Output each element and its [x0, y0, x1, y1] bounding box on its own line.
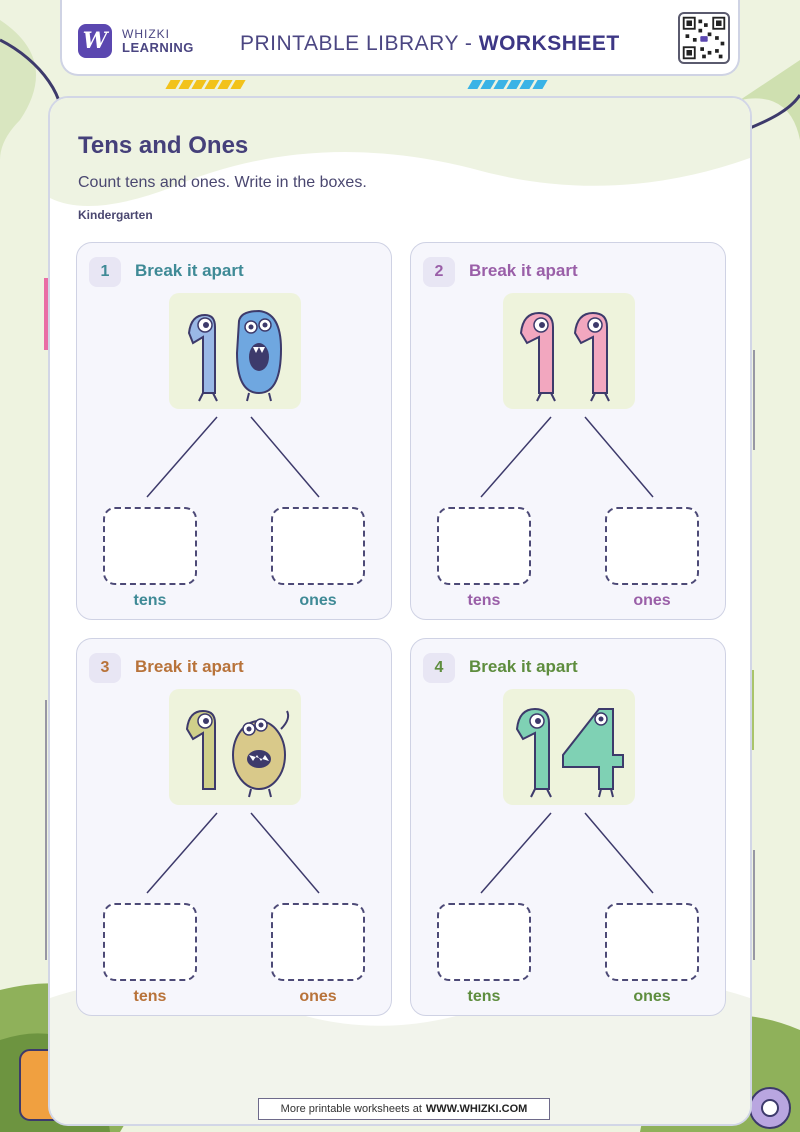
tens-label: tens — [133, 988, 167, 1005]
ones-answer-box[interactable] — [271, 903, 365, 981]
problem-card-3: 3 Break it apart tens ones — [76, 638, 392, 1016]
ones-label: ones — [633, 988, 671, 1005]
ones-label: ones — [633, 592, 671, 609]
problem-title: Break it apart — [135, 261, 244, 280]
tens-label: tens — [467, 988, 501, 1005]
header-stripes-blue — [467, 80, 548, 90]
worksheet-instruction: Count tens and ones. Write in the boxes. — [78, 174, 367, 191]
brand-name: WHIZKI LEARNING — [122, 27, 194, 55]
monster-number-11-icon — [503, 293, 635, 409]
problem-title: Break it apart — [469, 261, 578, 280]
ones-answer-box[interactable] — [271, 507, 365, 585]
problem-card-1: 1 Break it apart tens ones — [76, 242, 392, 620]
tens-label: tens — [133, 592, 167, 609]
brand-line2: LEARNING — [122, 40, 194, 55]
footer-banner: More printable worksheets at WWW.WHIZKI.… — [258, 1098, 550, 1120]
grade-level: Kindergarten — [78, 208, 153, 222]
monster-number-10-icon — [169, 689, 301, 805]
problem-number: 2 — [423, 257, 455, 287]
problem-number: 4 — [423, 653, 455, 683]
problem-number: 3 — [89, 653, 121, 683]
ones-answer-box[interactable] — [605, 903, 699, 981]
whizki-logo-icon[interactable]: W — [78, 24, 112, 58]
tens-answer-box[interactable] — [437, 903, 531, 981]
tens-answer-box[interactable] — [103, 507, 197, 585]
qr-code-icon[interactable] — [678, 12, 730, 64]
problem-card-4: 4 Break it apart tens ones — [410, 638, 726, 1016]
tens-label: tens — [467, 592, 501, 609]
ones-answer-box[interactable] — [605, 507, 699, 585]
brand-line1: WHIZKI — [122, 27, 170, 41]
tens-answer-box[interactable] — [437, 507, 531, 585]
monster-number-14-icon — [503, 689, 635, 805]
ones-label: ones — [299, 592, 337, 609]
problem-title: Break it apart — [135, 657, 244, 676]
ones-label: ones — [299, 988, 337, 1005]
problem-title: Break it apart — [469, 657, 578, 676]
worksheet-sheet: Tens and Ones Count tens and ones. Write… — [48, 96, 752, 1126]
problem-card-2: 2 Break it apart tens ones — [410, 242, 726, 620]
header-title: PRINTABLE LIBRARY - WORKSHEET — [240, 32, 620, 56]
problem-number: 1 — [89, 257, 121, 287]
tens-answer-box[interactable] — [103, 903, 197, 981]
page-header: W WHIZKI LEARNING PRINTABLE LIBRARY - WO… — [60, 0, 740, 76]
footer-link[interactable]: WWW.WHIZKI.COM — [425, 1103, 528, 1115]
header-title-prefix: PRINTABLE LIBRARY - — [240, 32, 479, 55]
worksheet-title: Tens and Ones — [78, 132, 249, 159]
header-title-bold: WORKSHEET — [478, 32, 620, 55]
monster-number-10-icon — [169, 293, 301, 409]
header-stripes-yellow — [165, 80, 246, 90]
footer-text: More printable worksheets at — [280, 1103, 422, 1115]
